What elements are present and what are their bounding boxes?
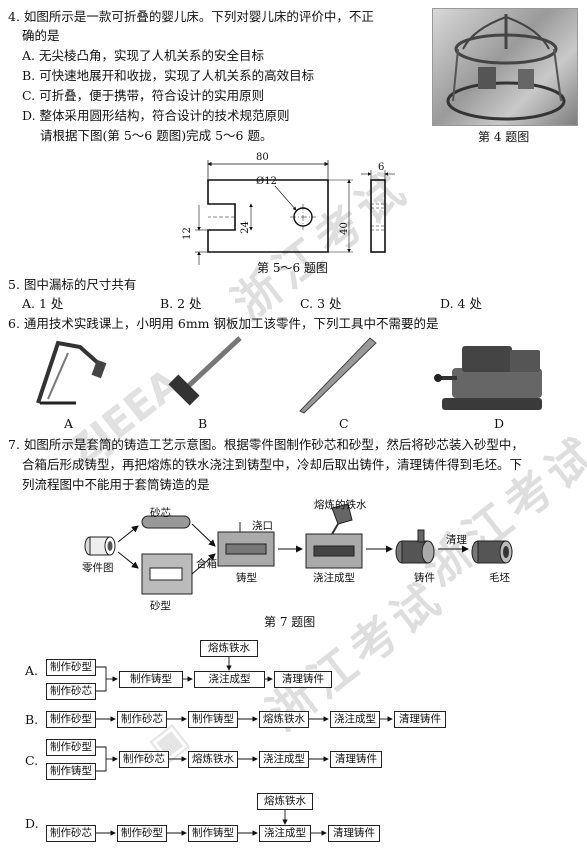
label-pour: 浇注成型	[313, 572, 355, 584]
tool-label-b: B	[198, 416, 208, 431]
label-blank: 毛坯	[489, 572, 510, 584]
q7-stem-line2: 合箱后形成铸型，再把熔炼的铁水浇注到铸型中，冷却后取出铸件，清理铸件得到毛坯。下	[22, 457, 523, 472]
q6-stem: 6. 通用技术实践课上，小明用 6mm 钢板加工该零件，下列工具中不需要的是	[8, 316, 439, 331]
intro-5-6: 请根据下图(第 5～6 题图)完成 5～6 题。	[40, 128, 273, 143]
flow-box-step-4: 浇注成型	[259, 825, 311, 842]
dim-6: 6	[378, 162, 385, 173]
flow-box-step-1: 制作砂芯	[46, 825, 96, 842]
flow-box-step-5: 浇注成型	[330, 711, 380, 728]
q4-option-b: B. 可快速地展开和收拢，实现了人机关系的高效目标	[22, 68, 315, 83]
q5-option-a: A. 1 处	[22, 296, 64, 311]
q4-figure-caption: 第 4 题图	[478, 130, 530, 144]
part-drawing	[195, 160, 395, 265]
flow-box-step-3: 制作铸型	[188, 825, 238, 842]
label-part-drawing: 零件图	[82, 562, 114, 574]
flow-box-step-2: 制作砂芯	[117, 711, 167, 728]
label-sand-mold: 砂型	[150, 600, 171, 612]
q7-stem-line1: 7. 如图所示是套筒的铸造工艺示意图。根据零件图制作砂芯和砂型，然后将砂芯装入砂…	[8, 437, 524, 452]
dim-phi12: Ø12	[256, 176, 277, 187]
flow-box-step-5: 清理铸件	[328, 825, 380, 842]
flow-box-step-4: 熔炼铁水	[259, 711, 309, 728]
flow-box-sand-mold: 制作砂型	[46, 659, 96, 676]
tool-a-hacksaw	[36, 340, 107, 405]
q5-option-b: B. 2 处	[160, 296, 202, 311]
label-sand-core: 砂芯	[150, 507, 171, 519]
flow-box-step-4: 清理铸件	[330, 751, 382, 768]
label-casting: 铸件	[414, 572, 435, 584]
tool-label-a: A	[64, 416, 74, 431]
label-clean: 清理	[446, 534, 467, 546]
flow-box-pour: 浇注成型	[194, 671, 265, 688]
flow-box-step-1: 制作砂芯	[119, 751, 169, 768]
flow-box-step-6: 清理铸件	[394, 711, 446, 728]
q4-option-d: D. 整体采用圆形结构，符合设计的技术规范原则	[22, 108, 290, 123]
label-casting-mold: 铸型	[236, 572, 257, 584]
flow-box-molten-iron: 熔炼铁水	[200, 640, 258, 657]
q7-figure-caption: 第 7 题图	[264, 615, 316, 629]
flow-box-make-mold: 制作铸型	[119, 671, 183, 688]
label-mold-box: 合箱	[196, 558, 217, 570]
q7-option-c-label: C.	[25, 753, 39, 768]
label-molten-iron: 熔炼的铁水	[314, 499, 367, 511]
q7-stem-line3: 列流程图中不能用于套筒铸造的是	[22, 477, 210, 492]
q5-option-d: D. 4 处	[440, 296, 482, 311]
q4-stem: 4. 如图所示是一款可折叠的婴儿床。下列对婴儿床的评价中，不正	[8, 9, 374, 24]
flow-box-sand-core: 制作砂芯	[46, 683, 96, 700]
flow-box-step-3: 浇注成型	[259, 751, 309, 768]
q5-stem: 5. 图中漏标的尺寸共有	[8, 277, 137, 292]
flow-box-step-2: 熔炼铁水	[188, 751, 238, 768]
crib-sketch	[446, 14, 566, 121]
casting-process-diagram	[84, 503, 513, 595]
tool-label-d: D	[494, 416, 505, 431]
flow-box-step-3: 制作铸型	[188, 711, 238, 728]
flow-box-step-1: 制作砂型	[46, 711, 96, 728]
tool-b-hammer	[168, 336, 242, 406]
crib-photo	[432, 8, 578, 126]
tool-label-c: C	[339, 416, 349, 431]
q4-option-a: A. 无尖棱凸角，实现了人机关系的安全目标	[22, 48, 264, 63]
q4-stem-cont: 确的是	[22, 28, 60, 43]
q7-option-b-label: B.	[25, 712, 39, 727]
label-sprue: 浇口	[252, 520, 273, 532]
tool-d-vise	[434, 346, 542, 410]
q4-option-c: C. 可折叠，便于携带，符合设计的实用原则	[22, 88, 265, 103]
tool-c-file	[299, 337, 377, 414]
drawing-caption: 第 5～6 题图	[257, 261, 328, 275]
flow-box-molten-iron: 熔炼铁水	[257, 793, 313, 810]
flow-box-clean: 清理铸件	[274, 671, 332, 688]
q7-option-a-label: A.	[25, 663, 39, 678]
flow-box-make-mold: 制作铸型	[46, 763, 96, 780]
q5-option-c: C. 3 处	[300, 296, 342, 311]
flow-box-step-2: 制作砂型	[117, 825, 167, 842]
q7-option-d-label: D.	[25, 816, 39, 831]
dim-80: 80	[256, 152, 269, 163]
flow-box-sand-mold: 制作砂型	[46, 739, 96, 756]
